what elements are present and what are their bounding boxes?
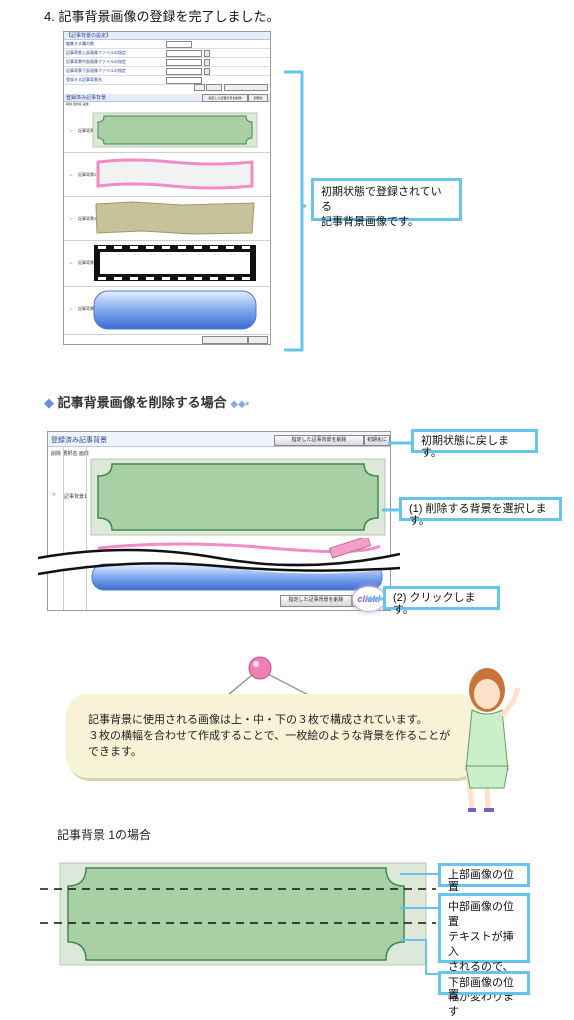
woman-illustration [465, 668, 521, 812]
delete-list-title: 登録済み記事背景 [51, 437, 107, 444]
row-label: 記事背景3 [78, 216, 97, 221]
bg-image-pink-crayon [97, 538, 381, 559]
callout-top: 上部画像の位置 [438, 863, 530, 893]
column-header: 削除 [51, 451, 62, 457]
row-radio[interactable]: ○ [70, 260, 73, 265]
column-header: 画像 [78, 451, 89, 457]
list-item: ○ 記事背景4 [64, 240, 270, 287]
init-button[interactable]: 初期化に [364, 435, 390, 446]
break-wave [38, 548, 400, 576]
row-label: 記事背景5 [78, 306, 97, 311]
bg-image-green-frame [92, 112, 258, 148]
row-label: 記事背景1 [78, 128, 97, 133]
bg-list: ○ 記事背景1 ○ 記事背景2 ○ 記事背景3 ○ 記事背景4 ○ 記事背景5 [64, 108, 270, 336]
column-header: 削除 [66, 102, 73, 106]
type-select[interactable] [166, 40, 192, 48]
list-item: ○ 記事背景3 [64, 196, 270, 241]
clear-button[interactable] [206, 84, 222, 91]
callout-middle: 中部画像の位置 テキストが挿入 されるので、縦 幅が変わります [438, 893, 530, 1018]
example-connectors [400, 873, 442, 975]
delete-columns: 削除 選択名 画像 [51, 450, 89, 457]
section-title: ◆ 記事背景画像を削除する場合 ◆◆• [44, 392, 249, 411]
bg-image-paper-texture [95, 201, 255, 235]
connector [382, 508, 402, 512]
bottom-image-file-input[interactable] [166, 67, 202, 75]
row-radio[interactable]: ○ [70, 216, 73, 221]
form-row: 記事背景中部画像ファイルの指定 [64, 58, 270, 67]
form-row: 編集する種の数 [64, 40, 270, 49]
form-row: 登録する記事背景名 [64, 76, 270, 85]
note-bubble: 記事背景に使用される画像は上・中・下の３枚で構成されています。 ３枚の横幅を合わ… [66, 694, 478, 778]
column-header: 画像 [82, 102, 89, 106]
connector [388, 441, 414, 445]
column-header: 選択名 [62, 451, 78, 457]
screenshot-delete: 登録済み記事背景 指定した記事背景を削除 初期化に 削除 選択名 画像 ○ 記事… [47, 431, 391, 611]
bracket [284, 70, 306, 352]
list-item: ○ 記事背景2 [64, 152, 270, 197]
row-radio[interactable]: ○ [52, 492, 56, 498]
list-column-headers: 削除 選択名 画像 [66, 102, 89, 106]
bg-image-blue-capsule [93, 290, 257, 330]
top-image-file-input[interactable] [166, 49, 202, 57]
middle-image-file-input[interactable] [166, 58, 202, 66]
bg-image-pink-crayon [96, 158, 254, 190]
section-title-text: 記事背景画像を削除する場合 [57, 395, 227, 410]
delete-selected-button[interactable]: 指定した記事背景を削除 [280, 595, 352, 607]
bg-image-film-strip [94, 245, 256, 281]
list-init-button[interactable]: 初期化 [248, 94, 268, 102]
preview-button[interactable] [224, 84, 268, 91]
delete-selected-button-top[interactable]: 指定した記事背景を削除 [274, 435, 364, 446]
callout-bottom: 下部画像の位置 [438, 971, 530, 1001]
diamond-icon: ◆ [44, 395, 54, 410]
callout-click: (2) クリックします。 [383, 586, 500, 616]
field-label: 編集する種の数 [66, 41, 94, 46]
bottom-delete-button[interactable] [202, 336, 248, 344]
field-label: 記事背景中部画像ファイルの指定 [66, 59, 126, 64]
grid-lines [63, 446, 64, 610]
step-title: 4. 記事背景画像の登録を完了しました。 [44, 9, 280, 24]
example-title: 記事背景 1の場合 [57, 828, 152, 842]
connector [366, 597, 386, 601]
browse-button[interactable] [204, 58, 210, 66]
field-label: 記事背景下部画像ファイルの指定 [66, 68, 126, 73]
list-delete-button[interactable]: 指定した記事背景を削除 [202, 94, 248, 102]
row-label: 記事背景1 [64, 494, 87, 500]
column-header: 選択名 [72, 102, 82, 106]
browse-button[interactable] [204, 67, 210, 75]
bottom-init-button[interactable] [248, 336, 268, 344]
list-item: ○ 記事背景1 [64, 108, 270, 153]
bg-name-input[interactable] [166, 76, 202, 84]
registered-list-title: 登録済み記事背景 [64, 94, 270, 102]
form-row: 記事背景上部画像ファイルの指定 [64, 49, 270, 58]
form-action-buttons [194, 84, 268, 91]
settings-form: 編集する種の数 記事背景上部画像ファイルの指定 記事背景中部画像ファイルの指定 … [64, 40, 270, 85]
callout-initial-bg: 初期状態で登録されている 記事背景画像です。 [311, 178, 462, 228]
row-radio[interactable]: ○ [70, 306, 73, 311]
register-button[interactable] [194, 84, 205, 91]
settings-panel-title: 【記事背景の設定】 [64, 32, 270, 40]
example-frame-diagram [40, 862, 436, 966]
row-label: 記事背景4 [78, 260, 97, 265]
diamonds-icon: ◆◆• [230, 399, 250, 410]
bg-image-green-frame-large [90, 458, 386, 536]
row-radio[interactable]: ○ [70, 172, 73, 177]
row-radio[interactable]: ○ [70, 128, 73, 133]
grid-lines [86, 446, 87, 610]
screenshot-registration: 【記事背景の設定】 編集する種の数 記事背景上部画像ファイルの指定 記事背景中部… [63, 31, 271, 345]
callout-reset: 初期状態に戻します。 [411, 429, 538, 459]
field-label: 登録する記事背景名 [66, 77, 102, 82]
browse-button[interactable] [204, 49, 210, 57]
callout-select: (1) 削除する背景を選択します。 [399, 497, 562, 527]
field-label: 記事背景上部画像ファイルの指定 [66, 50, 126, 55]
row-label: 記事背景2 [78, 172, 97, 177]
list-item: ○ 記事背景5 [64, 286, 270, 335]
form-row: 記事背景下部画像ファイルの指定 [64, 67, 270, 76]
